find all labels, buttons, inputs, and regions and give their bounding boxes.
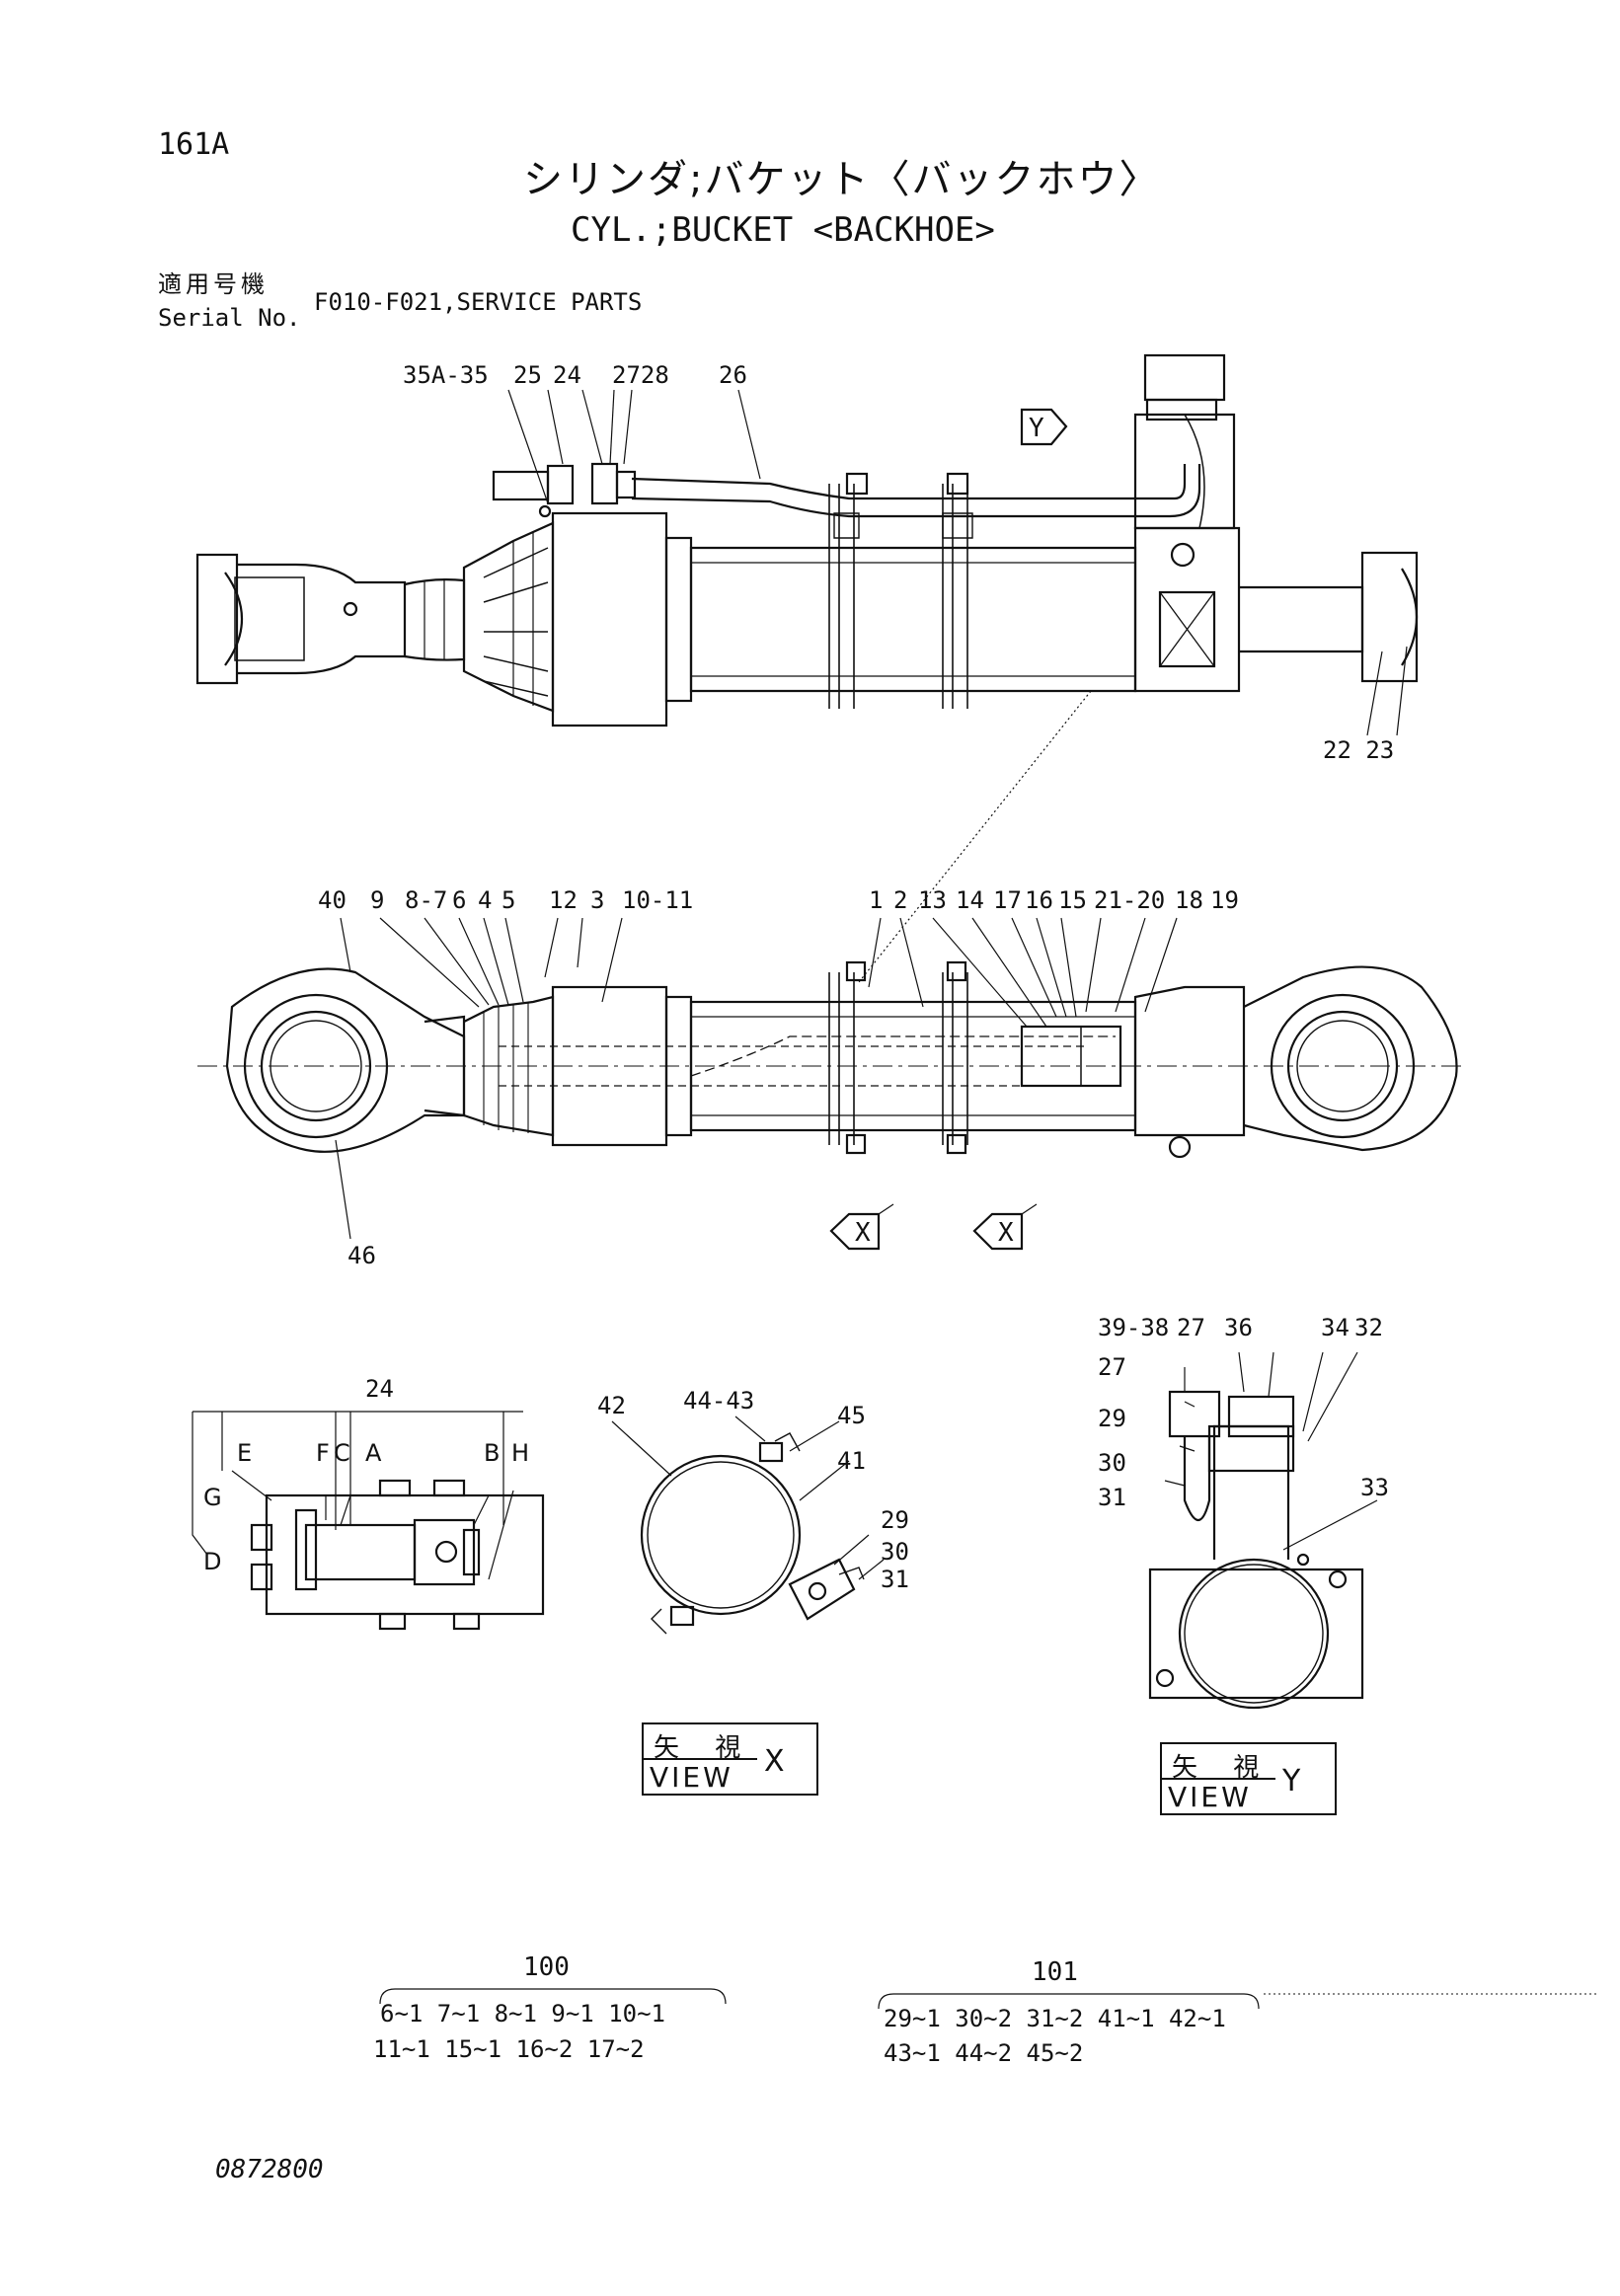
callout-24: 24: [553, 361, 581, 389]
view-x-letter: X: [764, 1744, 785, 1779]
callout-30-x: 30: [881, 1538, 909, 1566]
document-number: 0872800: [215, 2155, 324, 2184]
callout-10-11: 10-11: [622, 886, 694, 914]
top-view-leaders: [507, 389, 1408, 983]
section-view-leaders: [335, 917, 1178, 1240]
view-y-drawing: [1148, 1351, 1378, 1710]
detail-24-drawing: [192, 1411, 545, 1631]
callout-42: 42: [597, 1392, 626, 1419]
callout-21-20: 21-20: [1094, 886, 1166, 914]
view-arrow-x-1-label: X: [855, 1218, 871, 1248]
callout-33: 33: [1360, 1474, 1389, 1501]
kit-100-number: 100: [523, 1952, 570, 1982]
detail-24-letter-a: A: [365, 1439, 382, 1467]
view-arrow-x-1: [829, 1212, 881, 1251]
kit-100-row-1: 6~1 7~1 8~1 9~1 10~1: [380, 2000, 665, 2028]
callout-22-23: 22 23: [1323, 736, 1395, 764]
callout-34: 34: [1321, 1314, 1350, 1341]
callout-45: 45: [837, 1402, 866, 1429]
detail-24-letter-g: G: [203, 1484, 222, 1511]
view-y-letter: Y: [1282, 1764, 1301, 1799]
callout-32: 32: [1354, 1314, 1383, 1341]
view-arrow-x-2-label: X: [998, 1218, 1014, 1248]
callout-27-y-top: 27: [1177, 1314, 1205, 1341]
callout-4: 4: [478, 886, 493, 914]
callout-27-y: 27: [1098, 1353, 1126, 1381]
callout-9: 9: [370, 886, 385, 914]
callout-30-y: 30: [1098, 1449, 1126, 1477]
serial-label-english: Serial No.: [158, 304, 301, 332]
callout-2: 2: [893, 886, 908, 914]
callout-13: 13: [918, 886, 947, 914]
callout-18: 18: [1175, 886, 1203, 914]
callout-39-38: 39-38: [1098, 1314, 1170, 1341]
callout-26: 26: [719, 361, 747, 389]
callout-29-x: 29: [881, 1506, 909, 1534]
callout-1: 1: [869, 886, 884, 914]
view-x-en: VIEW: [650, 1761, 733, 1794]
title-english: CYL.;BUCKET <BACKHOE>: [571, 210, 995, 250]
title-japanese: シリンダ;バケット〈バックホウ〉: [523, 157, 1161, 202]
callout-16: 16: [1025, 886, 1053, 914]
callout-46: 46: [347, 1242, 376, 1269]
kit-101-row-1: 29~1 30~2 31~2 41~1 42~1: [884, 2005, 1226, 2032]
callout-6: 6: [452, 886, 467, 914]
view-x-box: 矢 視 VIEW X: [642, 1722, 818, 1796]
view-y-divider: [1162, 1778, 1275, 1780]
callout-44-43: 44-43: [683, 1387, 755, 1415]
callout-31-y: 31: [1098, 1484, 1126, 1511]
detail-24-letter-c: C: [334, 1439, 350, 1467]
callout-8-7: 8-7: [405, 886, 448, 914]
callout-14: 14: [956, 886, 984, 914]
kit-100-brace: [379, 1988, 727, 2005]
callout-15: 15: [1058, 886, 1087, 914]
view-x-drawing: [611, 1416, 885, 1635]
detail-24-letter-d: D: [203, 1548, 222, 1575]
callout-35a-35: 35A-35: [403, 361, 489, 389]
callout-5: 5: [501, 886, 516, 914]
kit-100-row-2: 11~1 15~1 16~2 17~2: [373, 2035, 645, 2063]
serial-label-japanese: 適用号機: [158, 270, 269, 298]
cylinder-top-view: [195, 353, 1419, 727]
detail-24-ref: 24: [365, 1375, 394, 1403]
detail-24-letter-e: E: [237, 1439, 253, 1467]
cylinder-section-view: [197, 960, 1461, 1159]
view-y-box: 矢 視 VIEW Y: [1160, 1742, 1337, 1815]
kit-101-brace: [878, 1993, 1260, 2010]
page-number: 161A: [158, 127, 230, 162]
view-x-divider: [644, 1758, 757, 1760]
view-y-en: VIEW: [1168, 1781, 1252, 1813]
callout-29-y: 29: [1098, 1405, 1126, 1432]
callout-27-28: 2728: [612, 361, 669, 389]
callout-12: 12: [549, 886, 578, 914]
serial-value: F010-F021,SERVICE PARTS: [314, 288, 643, 316]
callout-3: 3: [590, 886, 605, 914]
callout-31-x: 31: [881, 1566, 909, 1593]
kit-101-number: 101: [1032, 1957, 1078, 1987]
callout-19: 19: [1210, 886, 1239, 914]
callout-25: 25: [513, 361, 542, 389]
detail-24-letter-h: H: [511, 1439, 530, 1467]
callout-40: 40: [318, 886, 347, 914]
detail-24-letter-f: F: [316, 1439, 330, 1467]
view-arrow-y-label: Y: [1029, 414, 1044, 443]
callout-17: 17: [993, 886, 1022, 914]
detail-24-letter-b: B: [484, 1439, 501, 1467]
view-arrow-y: [1020, 408, 1068, 446]
callout-36: 36: [1224, 1314, 1253, 1341]
callout-41: 41: [837, 1447, 866, 1475]
kit-101-row-2: 43~1 44~2 45~2: [884, 2039, 1084, 2067]
view-arrow-x-2: [972, 1212, 1024, 1251]
